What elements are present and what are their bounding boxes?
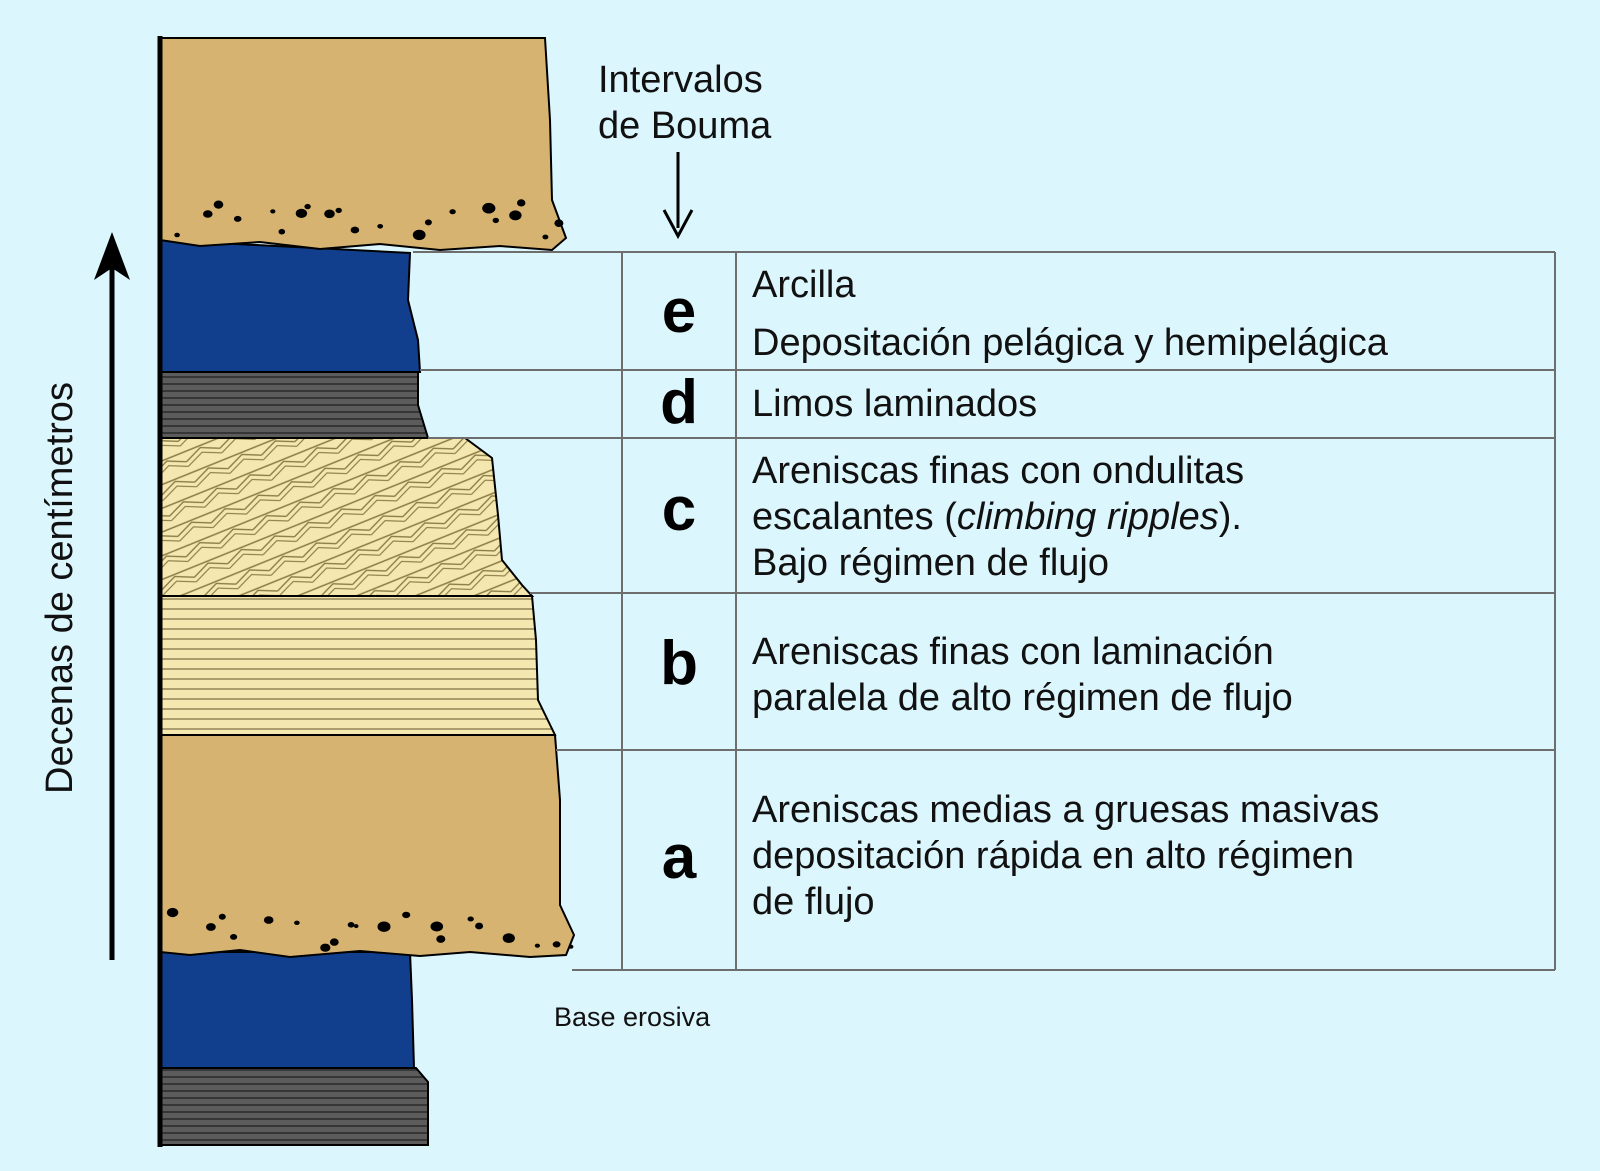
pebble [263,916,274,924]
pebble [174,232,180,238]
pebble [517,199,526,207]
pebble [492,217,499,224]
pebble [233,215,242,222]
pebble [353,924,359,929]
pebble [166,907,179,918]
pebble [347,922,355,928]
thickness-axis: Decenas de centímetros [39,232,130,960]
interval-description: Limos laminados [752,383,1037,425]
interval-letter: e [662,277,696,346]
pebble [218,913,226,920]
bouma-header: Intervalos de Bouma [598,59,772,240]
base-erosiva-label: Base erosiva [554,1002,711,1032]
intervals-table: e Arcilla Depositación pelágica y hemipe… [413,251,1556,971]
pebble [335,207,342,214]
pebble [475,922,484,930]
pebble [295,208,308,218]
pebble [542,234,549,240]
upper-massive-sand [159,37,568,252]
interval-description: Areniscas medias a gruesas masivas depos… [752,789,1390,923]
interval-row-b: b Areniscas finas con laminación paralel… [660,629,1293,719]
pebble [329,938,339,946]
pebble [482,202,496,214]
pebble [436,935,446,943]
pebble [206,923,216,931]
pebble [350,226,360,234]
interval-letter: c [662,475,696,544]
interval-a-massive-sand [159,734,576,959]
pebble [377,921,391,932]
interval-description: Areniscas finas con laminación paralela … [752,631,1293,719]
interval-row-d: d Limos laminados [660,368,1037,437]
pebble [402,911,411,919]
pebble [424,219,432,226]
lower-silt-layer [159,1067,429,1146]
pebble [449,209,456,215]
pebble [203,210,213,218]
pebble [320,943,331,952]
interval-letter: b [660,629,698,698]
pebble [278,228,286,235]
axis-label: Decenas de centímetros [39,382,81,794]
pebble [270,209,276,214]
interval-d-laminated-silt [159,371,430,439]
pebble [502,933,515,943]
interval-letter: a [662,823,697,892]
lower-clay-layer [159,951,416,1069]
interval-a-pebbles [166,907,574,952]
interval-letter: d [660,368,698,437]
pebble [509,210,522,221]
pebble [304,203,311,210]
interval-row-e: e Arcilla Depositación pelágica y hemipe… [662,264,1389,364]
pebble [534,943,541,948]
pebble [230,934,238,940]
pebble [412,229,426,241]
pebble [568,944,574,949]
interval-row-c: c Areniscas finas con ondulitas escalant… [662,450,1255,584]
pebble [554,219,564,227]
interval-description: Areniscas finas con ondulitas escalantes… [752,450,1255,584]
interval-b-laminated-sand [159,595,557,736]
interval-c-climbing-ripples [159,437,535,597]
pebble [377,224,384,229]
header-down-arrow-icon [662,209,694,240]
interval-e-clay [159,238,422,373]
header-line-1: Intervalos [598,59,763,101]
pebble [467,916,474,922]
pebble [430,921,444,932]
pebble [294,920,300,925]
upper-pebbles [174,199,564,241]
header-line-2: de Bouma [598,105,772,147]
interval-row-a: a Areniscas medias a gruesas masivas dep… [662,789,1390,923]
axis-arrowhead-icon [94,232,130,280]
pebble [324,209,335,219]
pebble [213,200,224,209]
interval-description: Arcilla Depositación pelágica y hemipelá… [752,264,1389,364]
pebble [552,941,561,948]
stratigraphic-column [157,36,576,1147]
